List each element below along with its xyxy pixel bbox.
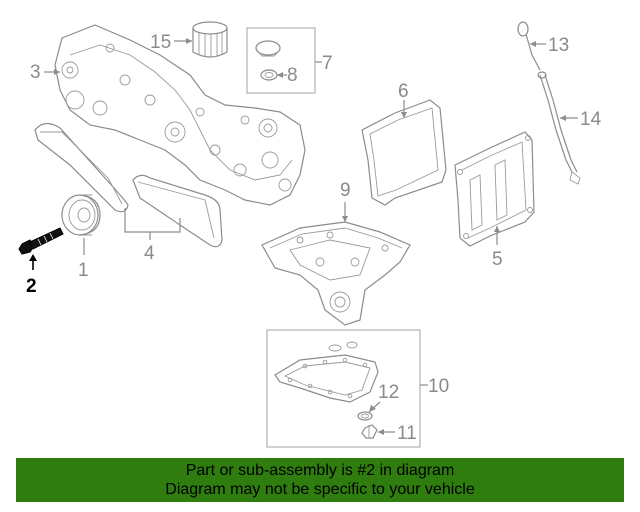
callout-8: 8 [277, 65, 298, 86]
callout-12-number: 12 [378, 382, 399, 403]
callout-10: 10 [420, 376, 449, 397]
callout-12-arrowhead [369, 405, 376, 412]
callout-9-arrowhead [342, 216, 348, 222]
callout-10-number: 10 [428, 376, 449, 397]
callout-4: 4 [124, 208, 181, 264]
callout-8-number: 8 [287, 65, 298, 86]
dipstick-part-13[interactable] [517, 21, 541, 71]
oil-pan-lower-box-part-10[interactable] [266, 329, 421, 448]
crankshaft-bolt-part-2[interactable] [18, 227, 64, 255]
callout-9: 9 [340, 180, 351, 222]
oil-pan-upper-part-9[interactable] [261, 221, 411, 326]
timing-belt-part-4[interactable] [34, 122, 223, 248]
timing-cover-part-3[interactable] [54, 24, 306, 206]
parts-diagram: 3 15 8 7 [18, 21, 602, 448]
callout-14: 14 [560, 109, 602, 130]
callout-7-number: 7 [322, 53, 333, 74]
callout-2-number: 2 [26, 276, 37, 297]
callout-4-number: 4 [144, 243, 155, 264]
banner-line-part-info: Part or sub-assembly is #2 in diagram [185, 462, 455, 479]
callout-13-arrowhead [530, 41, 536, 47]
callout-1: 1 [78, 238, 89, 281]
crankshaft-pulley-part-1[interactable] [61, 194, 101, 236]
info-banner: Part or sub-assembly is #2 in diagram Di… [16, 458, 624, 502]
oil-pan-lower[interactable] [274, 354, 379, 403]
callout-2-arrowhead [29, 254, 37, 261]
drain-plug-gasket-part-12[interactable] [357, 411, 373, 421]
callout-13-number: 13 [548, 35, 569, 56]
callout-3-number: 3 [30, 62, 41, 83]
callout-3-arrowhead [54, 69, 60, 75]
callout-15: 15 [150, 32, 192, 53]
callout-3: 3 [30, 62, 60, 83]
oil-filler-cap-gasket-part-8[interactable] [260, 69, 278, 81]
callout-4-bracket [124, 208, 181, 233]
callout-14-number: 14 [580, 109, 602, 130]
callout-6-arrowhead [401, 112, 407, 118]
callout-9-number: 9 [340, 180, 351, 201]
callout-11-number: 11 [397, 423, 417, 444]
banner-line-disclaimer: Diagram may not be specific to your vehi… [165, 481, 475, 498]
callout-11-arrowhead [378, 429, 384, 435]
callout-8-arrowhead [277, 72, 283, 78]
callout-1-number: 1 [78, 260, 89, 281]
drain-plug-part-11[interactable] [361, 424, 378, 439]
oil-filter-part-15[interactable] [192, 21, 228, 58]
callout-15-number: 15 [150, 32, 171, 53]
callout-13: 13 [530, 35, 569, 56]
callout-5: 5 [492, 226, 503, 270]
callout-6-number: 6 [398, 81, 409, 102]
valve-cover-part-5[interactable] [454, 131, 535, 247]
callout-12: 12 [368, 382, 399, 413]
callout-6: 6 [398, 81, 409, 118]
callout-11: 11 [378, 423, 417, 444]
callout-7: 7 [315, 53, 333, 74]
callout-5-number: 5 [492, 249, 503, 270]
callout-2: 2 [26, 254, 37, 297]
callout-14-arrowhead [560, 115, 566, 121]
dipstick-tube-part-14[interactable] [537, 71, 581, 185]
oil-filler-cap-box-part-7[interactable] [246, 27, 316, 94]
callout-15-arrowhead [186, 38, 192, 44]
oil-pan-seal-ring[interactable] [328, 344, 342, 352]
callout-5-arrowhead [494, 226, 500, 232]
oil-filler-cap[interactable] [255, 40, 281, 56]
